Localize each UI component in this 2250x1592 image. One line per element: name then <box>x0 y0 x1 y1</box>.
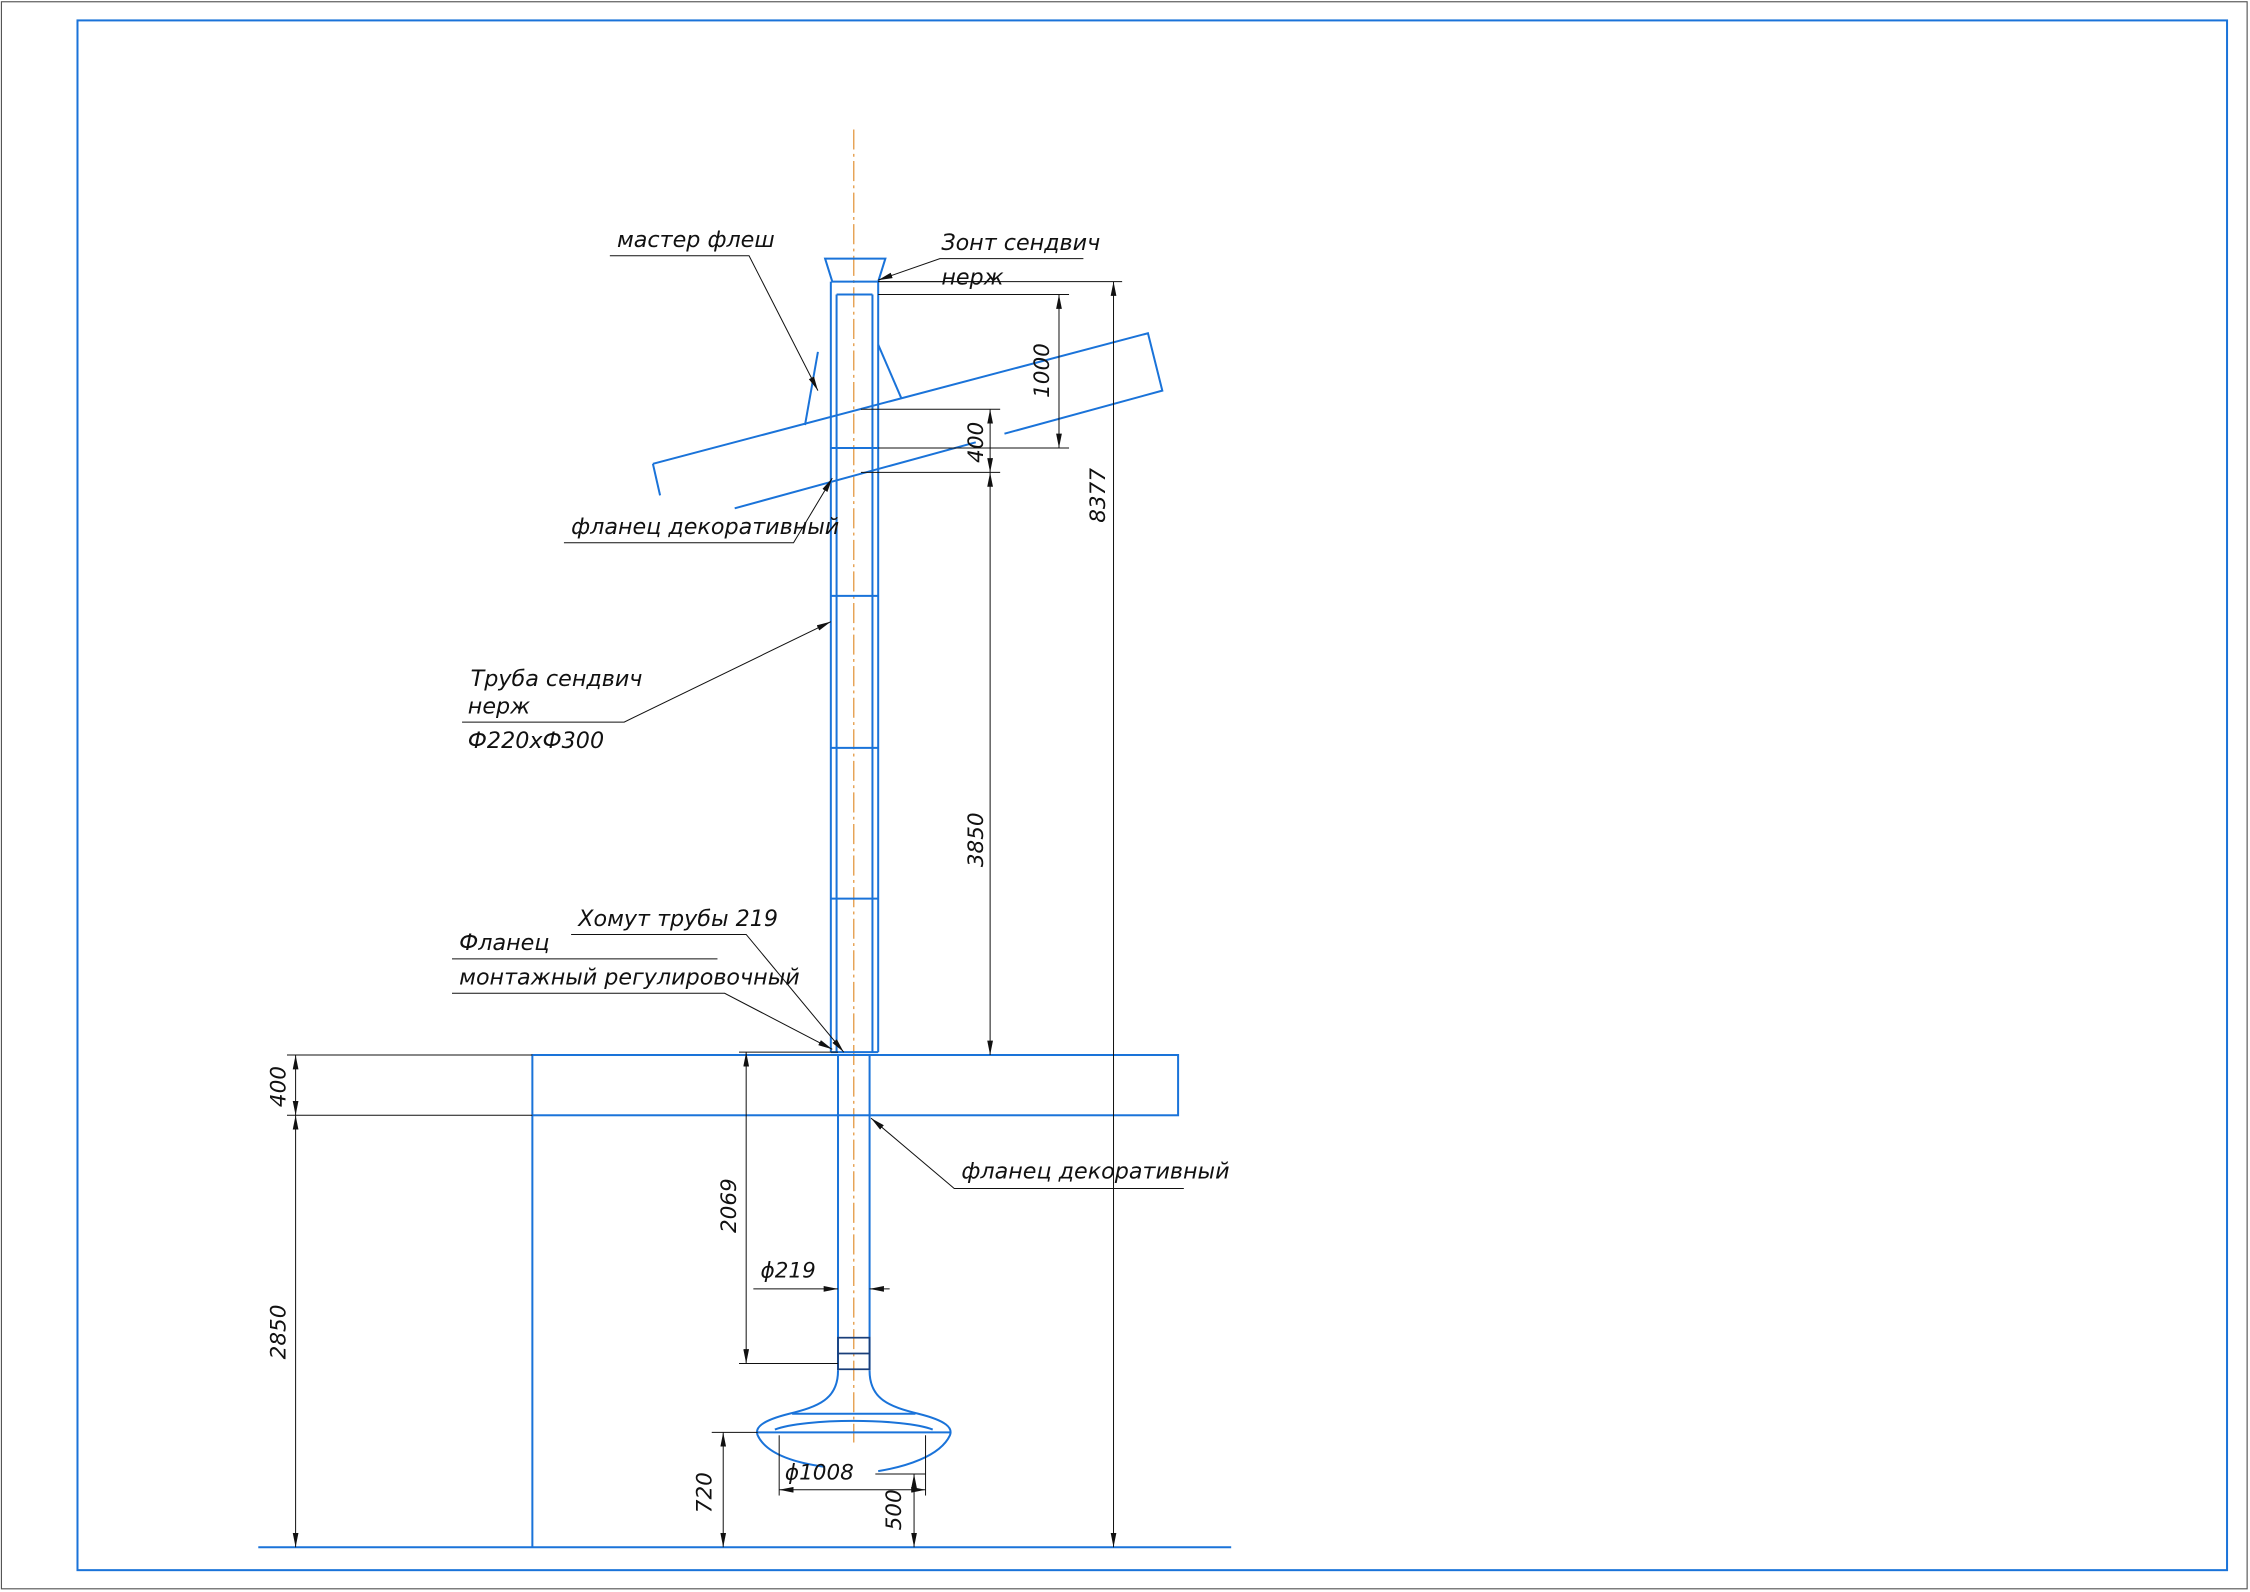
label-master-flash: мастер флеш <box>617 227 775 253</box>
dimension-lines <box>286 281 1123 1548</box>
label-umbrella: Зонт сендвич <box>941 230 1100 256</box>
dim-400-slab: 400 <box>267 1066 292 1107</box>
label-decor-flange-top: фланец декоративный <box>571 514 839 540</box>
label-pipe-2: нерж <box>468 693 530 719</box>
hood <box>756 1370 952 1473</box>
sandwich-pipe <box>829 281 880 1054</box>
label-umbrella-material: нерж <box>941 264 1003 290</box>
label-pipe-3: Ф220хФ300 <box>468 728 604 754</box>
leaders <box>452 255 1184 1189</box>
ceiling-slab <box>531 1054 1180 1548</box>
label-mount-flange-2: монтажный регулировочный <box>459 965 800 991</box>
dim-400-roof: 400 <box>964 422 989 463</box>
roof <box>651 331 1164 510</box>
dimension-values: 8377 1000 400 3850 400 2850 2069 ϕ219 ϕ1… <box>267 343 1111 1530</box>
dim-720: 720 <box>693 1472 718 1513</box>
lower-pipe <box>837 1055 871 1371</box>
dim-500: 500 <box>882 1489 907 1530</box>
label-decor-flange-bottom: фланец декоративный <box>961 1158 1229 1184</box>
dim-8377: 8377 <box>1086 468 1111 523</box>
label-clamp: Хомут трубы 219 <box>577 906 778 932</box>
dim-3850: 3850 <box>964 812 989 867</box>
dim-d219: ϕ219 <box>761 1258 816 1283</box>
label-mount-flange-1: Фланец <box>459 930 549 956</box>
label-pipe-1: Труба сендвич <box>471 666 643 692</box>
dim-2069: 2069 <box>717 1178 742 1233</box>
callout-labels: мастер флеш Зонт сендвич нерж фланец дек… <box>459 227 1229 1184</box>
dim-d1008: ϕ1008 <box>785 1461 854 1486</box>
dim-2850: 2850 <box>267 1305 292 1360</box>
umbrella <box>823 257 887 283</box>
master-flash <box>804 344 903 426</box>
dim-1000: 1000 <box>1030 343 1055 398</box>
drawing-frame <box>76 19 2229 1572</box>
